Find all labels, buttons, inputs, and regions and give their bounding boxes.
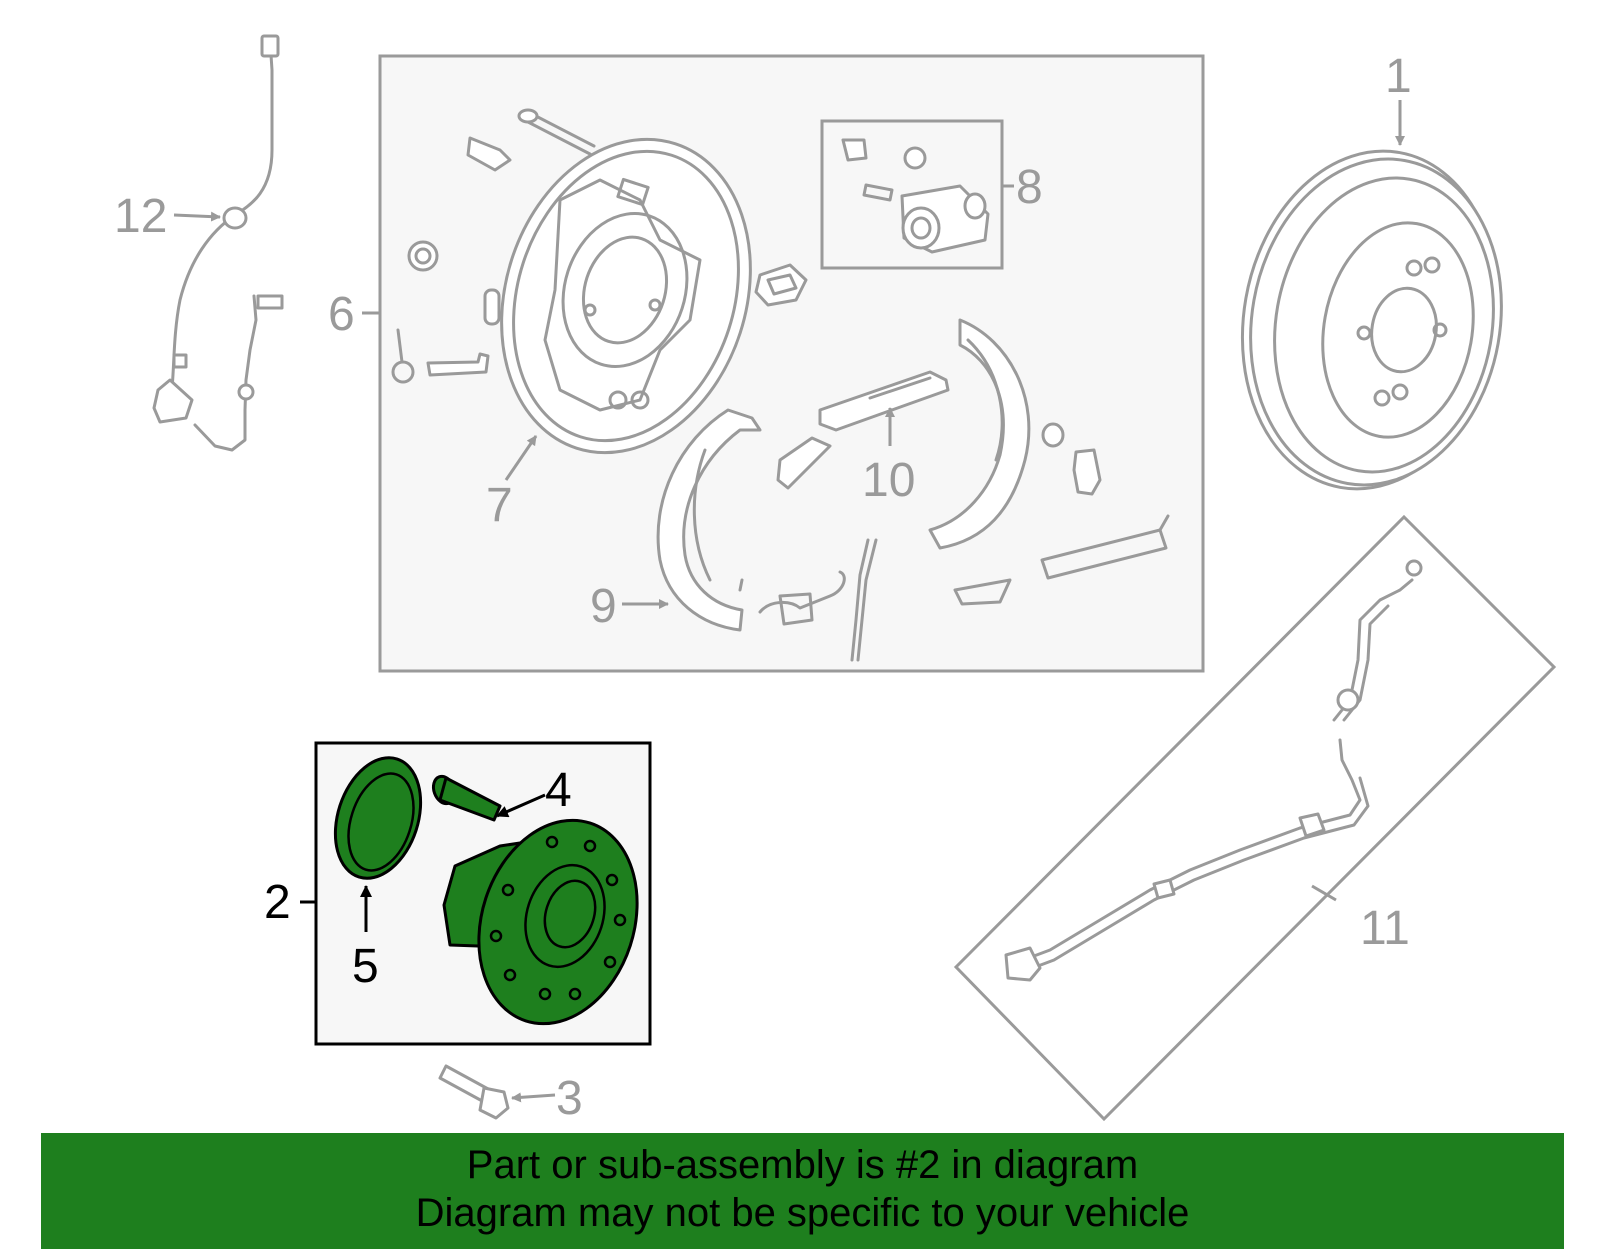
adjuster-part <box>776 370 950 490</box>
callout-9: 9 <box>590 580 617 633</box>
callout-4: 4 <box>545 764 572 817</box>
callout-6: 6 <box>328 288 355 341</box>
brake-shoe-left-part <box>656 408 762 632</box>
callout-2: 2 <box>264 876 291 929</box>
banner-line-part-number: Part or sub-assembly is #2 in diagram <box>466 1143 1139 1187</box>
brake-drum-part <box>1240 149 1503 491</box>
abs-sensor-wire-part <box>152 34 284 452</box>
hub-assembly-highlighted-part <box>333 756 639 1026</box>
springs-and-pins <box>758 422 1170 662</box>
callout-7: 7 <box>486 479 513 532</box>
leader-3 <box>511 1092 556 1103</box>
callout-11: 11 <box>1360 902 1410 955</box>
callout-5: 5 <box>352 940 379 993</box>
brake-shoe-right-part <box>928 318 1031 550</box>
parking-brake-cable-part <box>1004 559 1423 982</box>
callout-3: 3 <box>556 1072 583 1125</box>
callout-1: 1 <box>1385 50 1412 103</box>
callout-8: 8 <box>1016 161 1043 214</box>
leader-4 <box>496 793 546 818</box>
brake-assembly-group-box <box>378 54 1205 673</box>
callout-10: 10 <box>862 454 915 507</box>
wheel-cylinder-part <box>841 138 990 254</box>
backing-plate-hardware <box>391 108 808 384</box>
banner-line-disclaimer: Diagram may not be specific to your vehi… <box>415 1191 1190 1235</box>
hub-bolt-part <box>438 1064 510 1120</box>
leader-11 <box>1311 884 1337 902</box>
info-banner: Part or sub-assembly is #2 in diagram Di… <box>41 1133 1564 1249</box>
parking-brake-cable-group-box <box>953 514 1557 1122</box>
callout-12: 12 <box>114 190 167 243</box>
backing-plate-part <box>500 137 752 455</box>
leader-7 <box>504 435 538 481</box>
leader-12 <box>173 211 221 222</box>
